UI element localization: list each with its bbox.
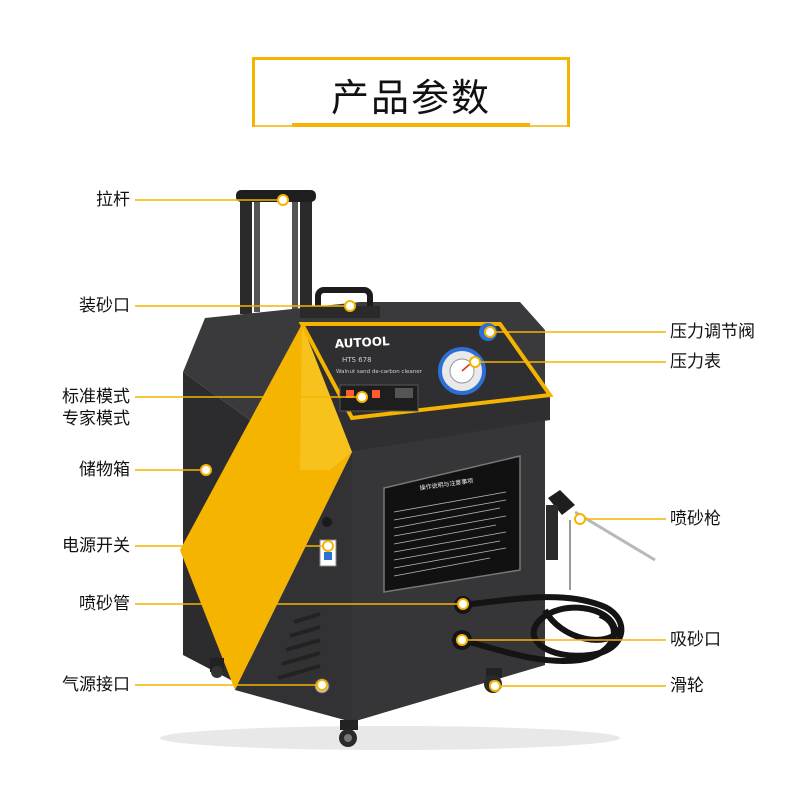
blast-hose bbox=[461, 594, 625, 664]
label-mode: 标准模式 专家模式 bbox=[62, 387, 130, 429]
label-power-switch: 电源开关 bbox=[62, 536, 130, 556]
label-pull-rod: 拉杆 bbox=[96, 190, 130, 210]
product-subtitle: Walnut sand de-carbon cleaner bbox=[336, 369, 423, 375]
brand-logo: AUTOOL bbox=[334, 334, 390, 351]
label-pressure-valve: 压力调节阀 bbox=[670, 322, 755, 342]
instruction-plate: 操作说明与注意事项 bbox=[383, 455, 521, 593]
label-suction-port: 吸砂口 bbox=[670, 630, 721, 650]
standard-mode-button[interactable] bbox=[346, 390, 354, 398]
blast-gun[interactable] bbox=[546, 490, 656, 590]
label-blast-hose: 喷砂管 bbox=[79, 594, 130, 614]
label-air-inlet: 气源接口 bbox=[62, 675, 130, 695]
label-pressure-gauge: 压力表 bbox=[670, 352, 721, 372]
model-name: HTS 678 bbox=[342, 356, 372, 364]
label-storage-box: 储物箱 bbox=[79, 460, 130, 480]
label-sand-inlet: 装砂口 bbox=[79, 296, 130, 316]
title-frame bbox=[252, 57, 570, 127]
pull-rod bbox=[236, 190, 316, 314]
sand-inlet bbox=[300, 287, 380, 318]
expert-mode-button[interactable] bbox=[372, 390, 380, 398]
title-box: 产品参数 bbox=[252, 57, 570, 127]
control-panel bbox=[302, 324, 550, 452]
label-blast-gun: 喷砂枪 bbox=[670, 509, 721, 529]
page-title: 产品参数 bbox=[330, 76, 491, 120]
label-wheel: 滑轮 bbox=[670, 676, 704, 696]
